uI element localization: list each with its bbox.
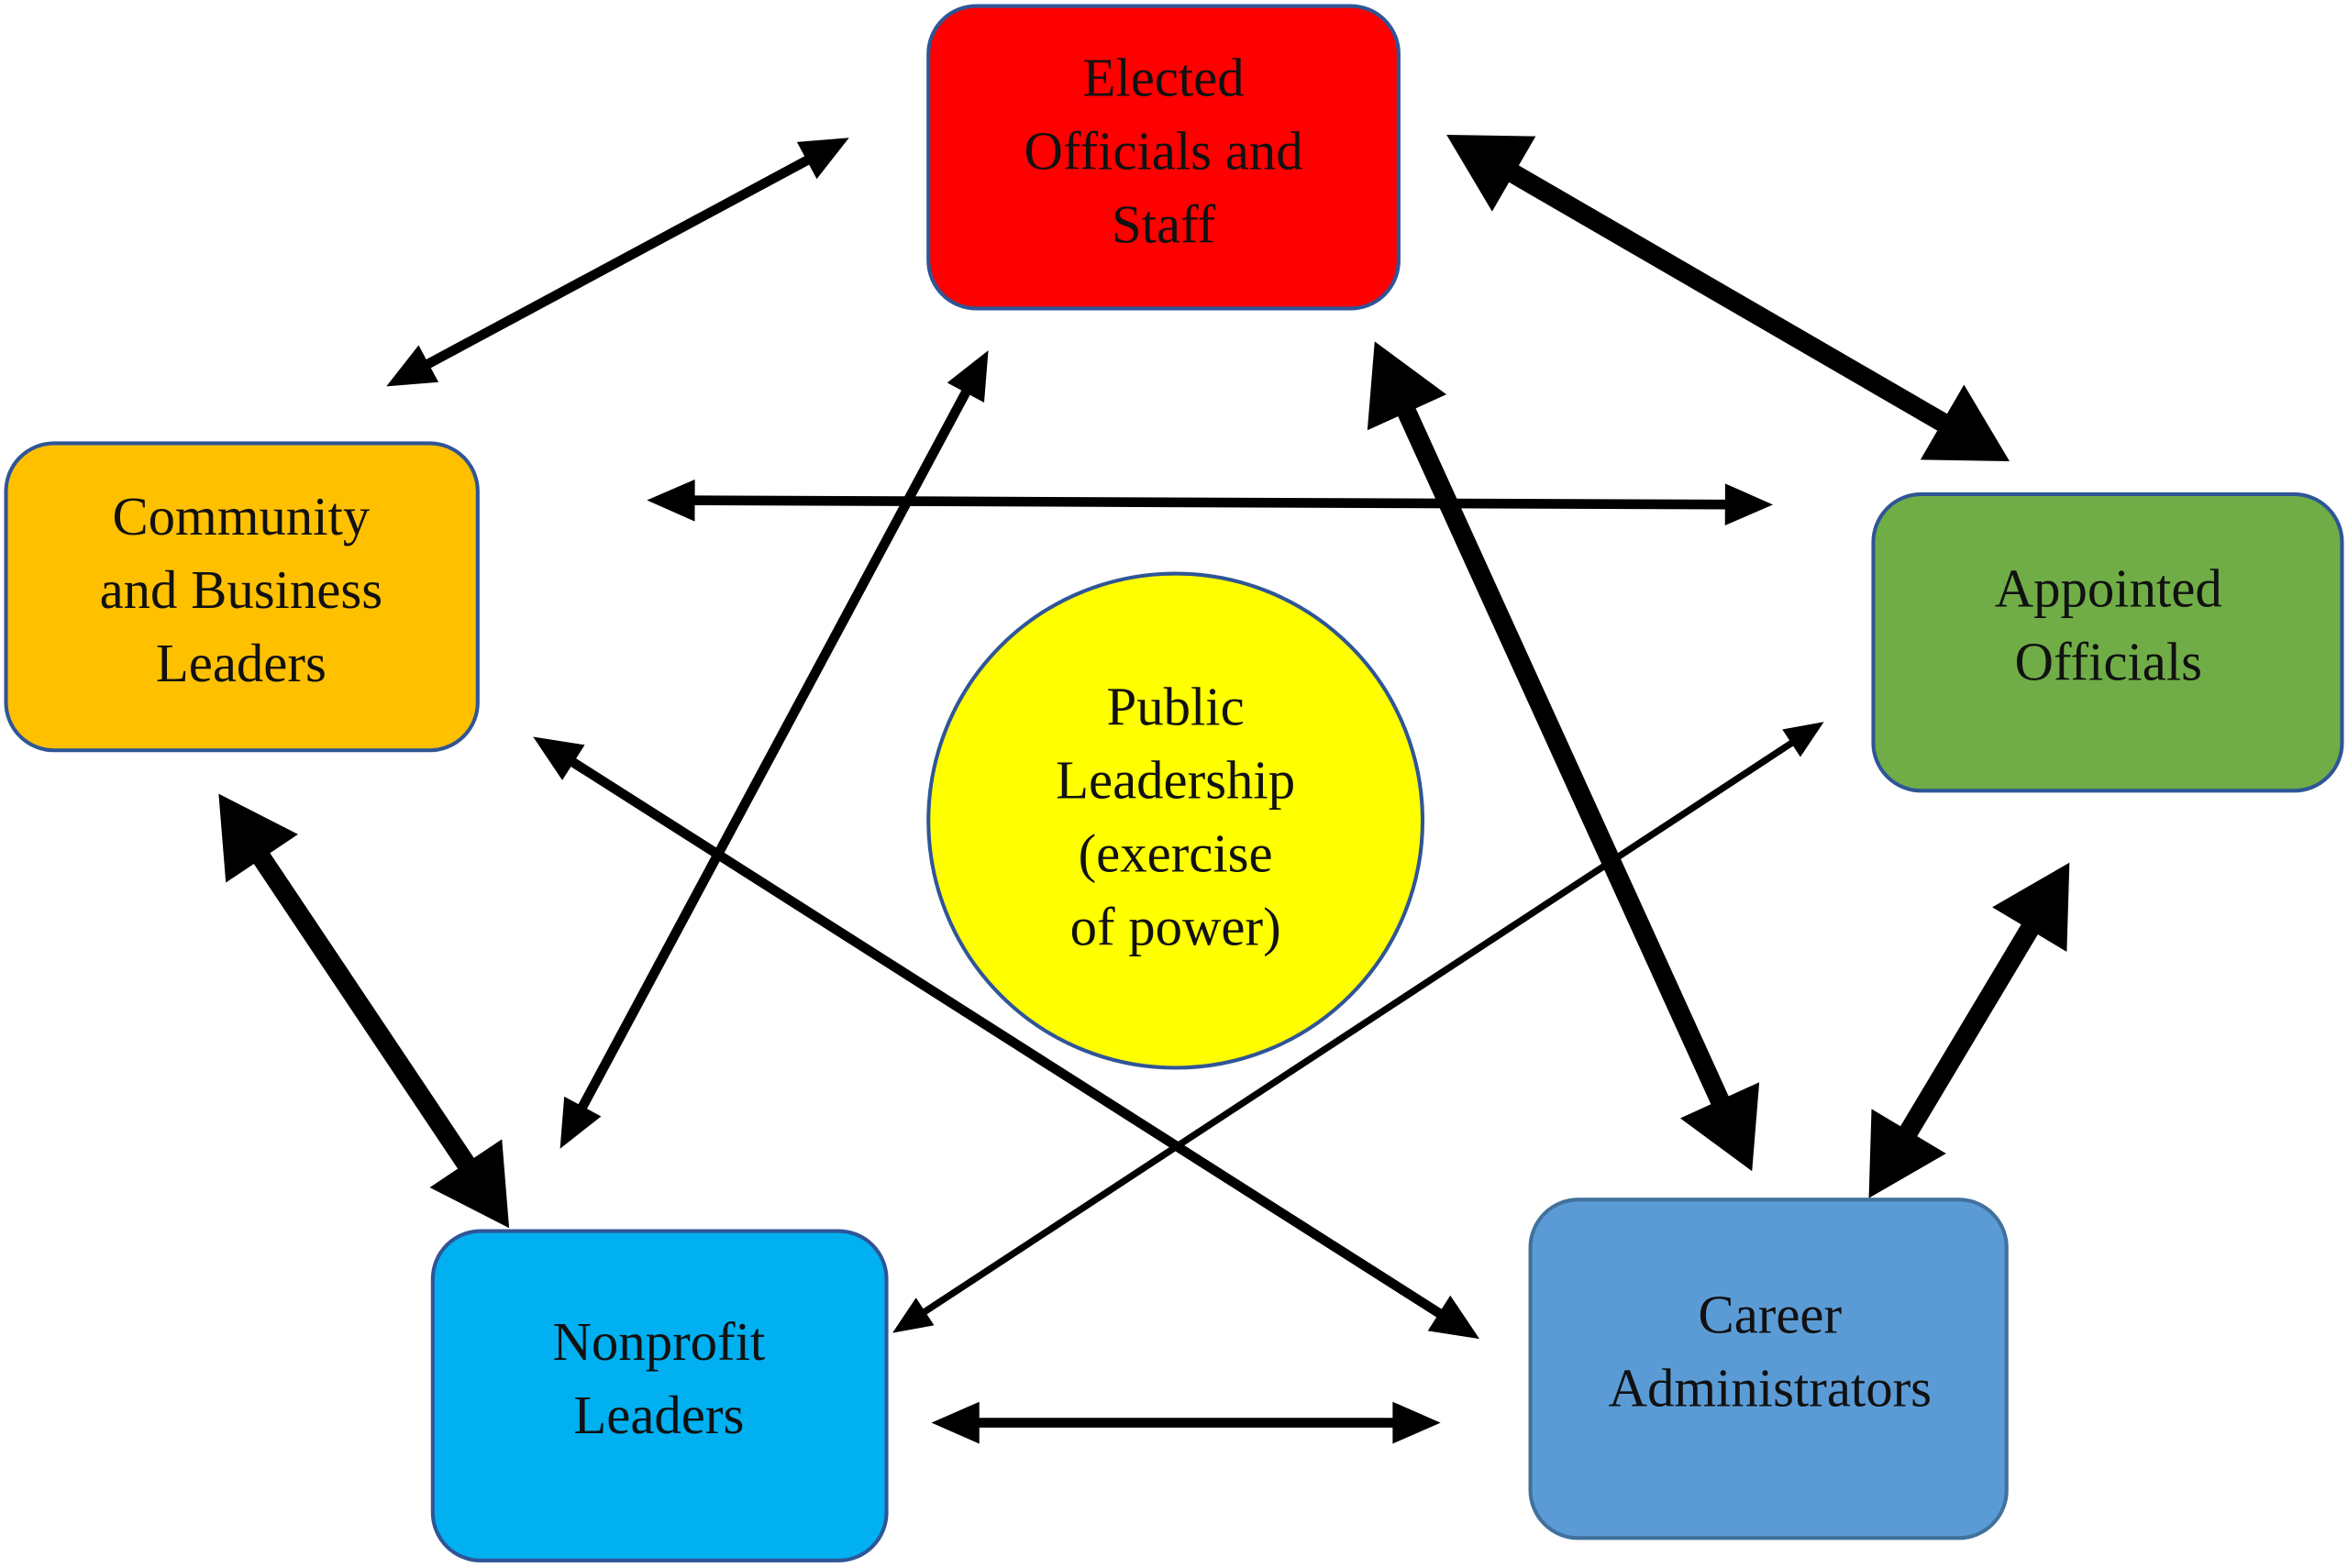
arrowhead-icon (1992, 862, 2070, 952)
community-box (4, 441, 480, 753)
arrow-shaft (920, 738, 1796, 1317)
arrow-shaft (1396, 405, 1731, 1108)
arrow-community-elected (386, 138, 849, 387)
nonprofit-label-line: Leaders (573, 1386, 744, 1445)
nonprofit-label-line: Nonprofit (553, 1312, 766, 1372)
arrow-shaft (423, 154, 813, 370)
public-leadership-label-line: of power) (1070, 898, 1281, 957)
arrowhead-icon (533, 736, 585, 780)
public-leadership-label-line: Public (1107, 677, 1245, 736)
arrowhead-icon (559, 1096, 602, 1149)
nonprofit-box (430, 1229, 889, 1562)
arrow-community-career (533, 736, 1480, 1340)
career-label-line: Career (1699, 1286, 1843, 1345)
elected-label-line: Elected (1082, 49, 1244, 108)
arrow-community-appointed (647, 479, 1774, 526)
community-label-line: Community (112, 487, 370, 547)
arrow-elected-career (1367, 341, 1760, 1172)
public-leadership-label-line: (exercise (1079, 824, 1273, 884)
arrowhead-icon (1868, 1109, 1946, 1198)
elected-box (926, 4, 1401, 311)
arrow-elected-nonprofit (559, 350, 989, 1149)
arrowhead-icon (1920, 384, 2010, 462)
arrowhead-icon (931, 1401, 980, 1444)
arrow-community-nonprofit (218, 793, 510, 1229)
arrow-shaft (577, 387, 972, 1112)
arrowhead-icon (1724, 483, 1774, 526)
arrow-appointed-career (1868, 862, 2070, 1198)
career-box (1528, 1198, 2009, 1540)
elected-label-line: Officials and (1024, 122, 1303, 182)
arrow-nonprofit-career (931, 1401, 1441, 1444)
arrow-shaft (568, 756, 1445, 1320)
career-label-line: Administrators (1609, 1359, 1933, 1419)
elected-label-line: Staff (1112, 195, 1216, 255)
arrowhead-icon (796, 138, 849, 180)
arrowhead-icon (1392, 1401, 1441, 1444)
appointed-label-line: Appointed (1995, 558, 2222, 618)
arrowhead-icon (1427, 1295, 1480, 1340)
arrowhead-icon (892, 1297, 935, 1333)
arrow-elected-appointed (1446, 134, 2010, 462)
public-leadership-label-line: Leadership (1056, 751, 1295, 811)
arrowhead-icon (1446, 134, 1536, 212)
arrowhead-icon (1782, 722, 1824, 757)
arrowhead-icon (1367, 341, 1447, 431)
arrow-shaft (1506, 163, 1950, 433)
arrowhead-icon (218, 793, 298, 883)
arrowhead-icon (1679, 1082, 1760, 1172)
arrowhead-icon (647, 479, 695, 522)
appointed-box (1871, 491, 2344, 793)
community-label-line: Leaders (156, 634, 327, 693)
edges-layer (218, 134, 2070, 1444)
public-leadership-circle (926, 571, 1425, 1070)
arrow-shaft (692, 495, 1729, 510)
arrowhead-icon (386, 345, 439, 387)
arrowhead-icon (429, 1139, 510, 1229)
arrow-shaft (1899, 922, 2040, 1139)
arrow-shaft (251, 850, 476, 1172)
community-label-line: and Business (100, 560, 382, 620)
arrow-appointed-nonprofit (892, 722, 1824, 1333)
appointed-label-line: Officials (2015, 632, 2203, 691)
arrowhead-icon (947, 350, 989, 403)
